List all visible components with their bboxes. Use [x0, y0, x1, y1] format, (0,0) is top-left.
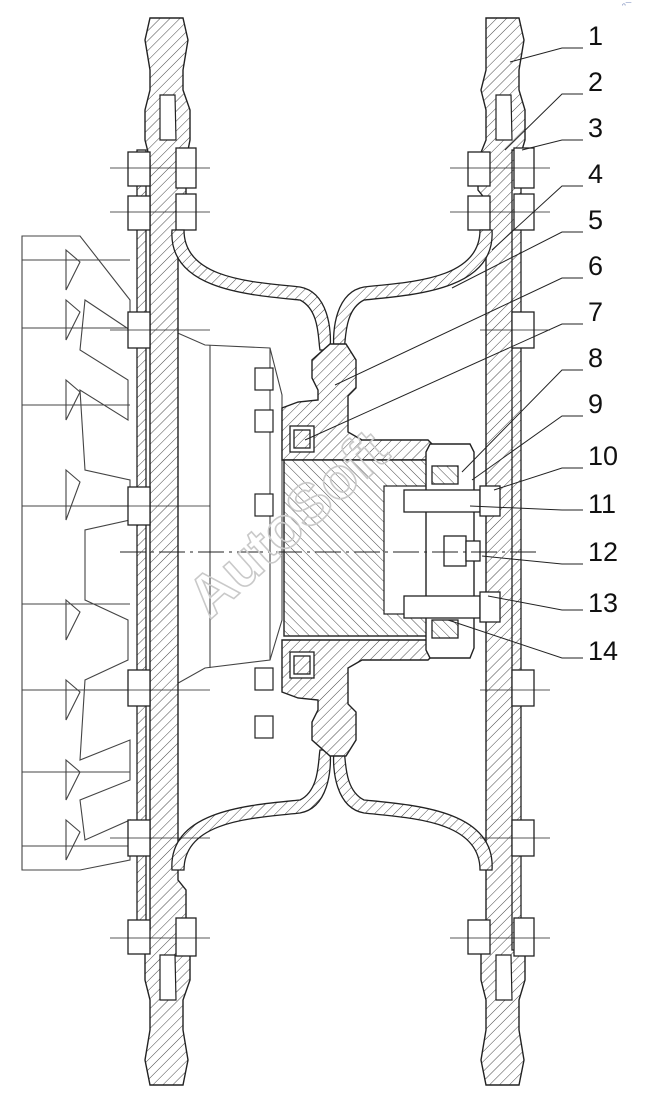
- callout-4: 4: [588, 159, 603, 189]
- hub-seals: [289, 425, 459, 679]
- callout-6: 6: [588, 251, 603, 281]
- flange-bolts: [254, 367, 274, 739]
- callout-10: 10: [588, 441, 618, 471]
- cap-plug-head: [465, 540, 481, 562]
- leader-lines: [304, 47, 583, 659]
- hub-studs: [403, 485, 501, 623]
- corner-mark: ᵔ¯: [622, 1, 632, 13]
- callout-3: 3: [588, 113, 603, 143]
- callout-numbers: 1 2 3 4 5 6 7 8 9 10 11 12 13 14: [588, 21, 618, 666]
- rim-voids: [159, 94, 513, 1001]
- callout-14: 14: [588, 636, 618, 666]
- callout-7: 7: [588, 297, 603, 327]
- callout-12: 12: [588, 537, 618, 567]
- left-rim-section: [144, 17, 191, 1086]
- callout-11: 11: [588, 489, 616, 519]
- callout-1: 1: [588, 21, 603, 51]
- callout-9: 9: [588, 389, 603, 419]
- callout-2: 2: [588, 67, 603, 97]
- track-frame-outline: [21, 235, 131, 871]
- callout-5: 5: [588, 205, 603, 235]
- cap-plug: [443, 535, 467, 567]
- callout-8: 8: [588, 343, 603, 373]
- callout-13: 13: [588, 588, 618, 618]
